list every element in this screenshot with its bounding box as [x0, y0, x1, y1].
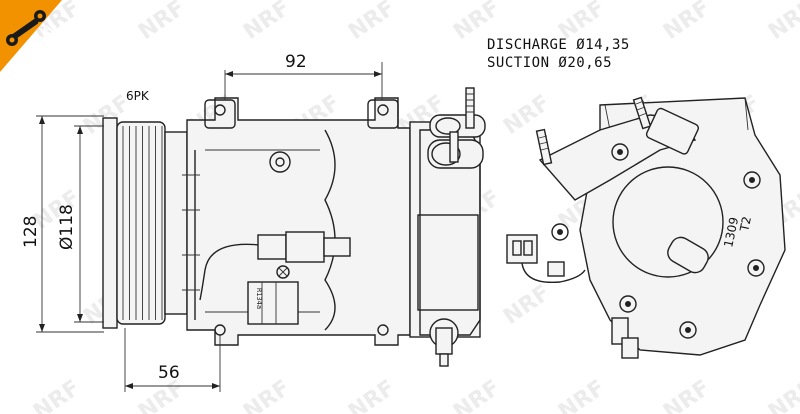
dimension-pulley-diameter: Ø118: [57, 204, 77, 250]
dimension-height-overall: 128: [21, 216, 41, 248]
dimension-lines: [36, 62, 383, 392]
label-sticker: R134a: [247, 281, 299, 325]
watermark-text: NRF: [659, 0, 715, 45]
refrigerant-label: R134a: [255, 288, 263, 309]
watermark-text: NRF: [29, 376, 85, 414]
bolt-circle: [747, 259, 765, 277]
watermark-text: NRF: [344, 0, 400, 45]
pulley: [102, 117, 188, 329]
watermark-text: NRF: [499, 281, 555, 330]
bolt-center: [685, 327, 691, 333]
bolt-center: [753, 265, 759, 271]
side-view: R134a: [21, 52, 486, 392]
watermark-text: NRF: [554, 376, 610, 414]
rear-view: T2 1309: [506, 96, 786, 359]
dimension-width-bottom: 56: [158, 363, 180, 383]
bolt-circle: [743, 171, 761, 189]
watermark-text: NRF: [764, 0, 800, 45]
wrench-icon: [6, 10, 46, 46]
watermark-text: NRF: [239, 376, 295, 414]
bolt-circle: [611, 143, 629, 161]
watermark-text: NRF: [344, 376, 400, 414]
pulley-grooves: [122, 126, 163, 320]
watermark-text: NRF: [499, 91, 555, 140]
rear-connector: [506, 234, 586, 284]
dimension-width-top: 92: [285, 52, 307, 72]
watermark-text: NRF: [239, 0, 295, 45]
bolt-circle: [619, 295, 637, 313]
pulley-grooves-label: 6PK: [126, 89, 150, 103]
rear-code-1309: 1309: [721, 216, 741, 249]
bolt-center: [557, 229, 563, 235]
watermark-text: NRF: [449, 376, 505, 414]
bolt-circle: [679, 321, 697, 339]
rear-head: [409, 87, 486, 367]
watermark-text: NRF: [659, 376, 715, 414]
rear-code-t2: T2: [737, 215, 754, 234]
bolt-circle: [551, 223, 569, 241]
compressor-body: [182, 97, 411, 346]
watermark-text: NRF: [764, 376, 800, 414]
bolt-center: [625, 301, 631, 307]
watermark-text: NRF: [134, 0, 190, 45]
rear-bolts: [551, 143, 765, 339]
discharge-spec: DISCHARGE Ø14,35: [487, 37, 630, 53]
bolt-center: [749, 177, 755, 183]
electrical-connector: [199, 231, 351, 301]
suction-spec: SUCTION Ø20,65: [487, 55, 612, 71]
bolt-center: [617, 149, 623, 155]
